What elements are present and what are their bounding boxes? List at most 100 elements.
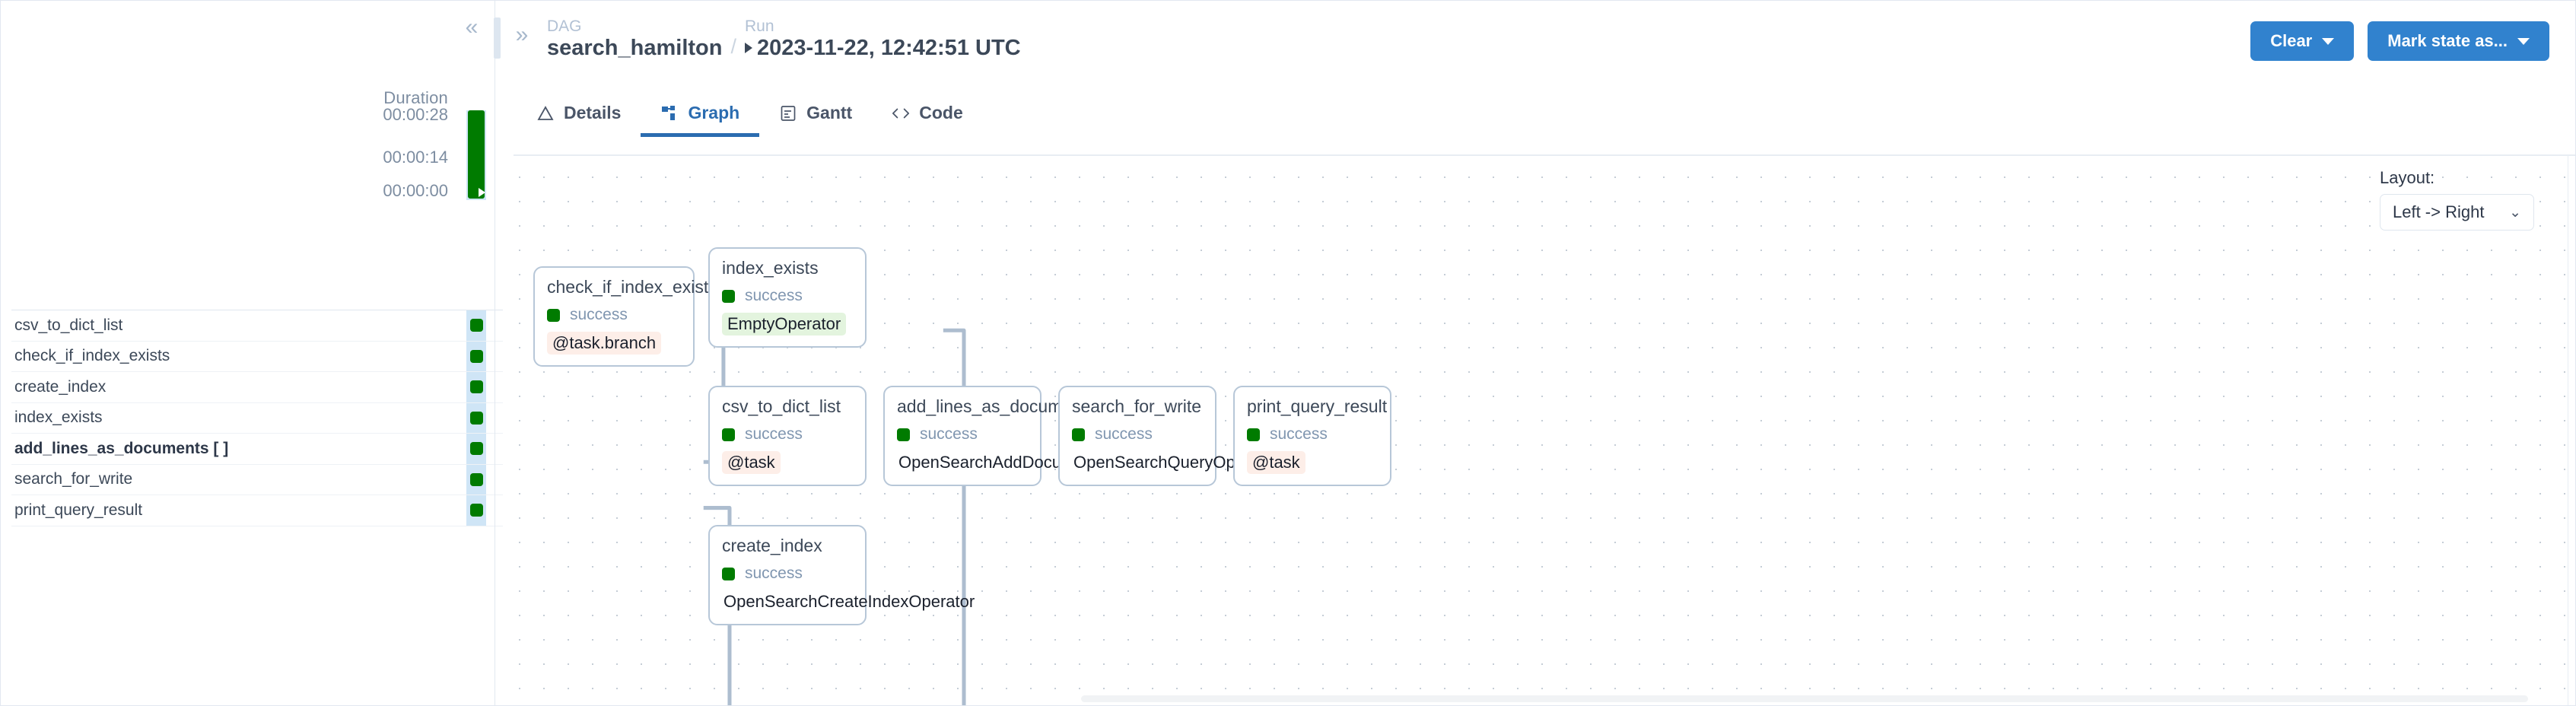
status-square-success [1072, 428, 1085, 441]
task-row[interactable]: search_for_write [11, 464, 503, 495]
graph-node-index-exists[interactable]: index_exists success EmptyOperator [708, 247, 867, 348]
task-row[interactable]: check_if_index_exists [11, 341, 503, 372]
tab-bar: Details Graph Gantt Code [503, 94, 2575, 156]
node-state-label: success [1095, 425, 1153, 443]
task-status-cell[interactable] [466, 434, 486, 464]
breadcrumb-run-value: 2023-11-22, 12:42:51 UTC [757, 36, 1021, 61]
status-square-success [469, 411, 483, 425]
chevron-down-icon [2322, 37, 2335, 45]
task-name: check_if_index_exists [14, 347, 170, 365]
tab-graph[interactable]: Graph [641, 94, 759, 137]
code-icon [892, 104, 910, 122]
status-square-success [469, 380, 483, 394]
task-row[interactable]: index_exists [11, 402, 503, 434]
layout-control: Layout: Left -> Right ⌄ [2380, 168, 2534, 231]
node-title: add_lines_as_documents [2] [897, 396, 1120, 416]
task-name: create_index [14, 377, 107, 396]
graph-icon [660, 104, 679, 122]
status-square-success [722, 289, 735, 303]
tab-code[interactable]: Code [872, 94, 983, 135]
duration-bar-column[interactable] [466, 110, 486, 200]
status-square-success [897, 428, 910, 441]
breadcrumb-dag-value: search_hamilton [547, 36, 723, 61]
gantt-icon [779, 104, 797, 122]
header-actions: Clear Mark state as... [2250, 21, 2549, 61]
node-title: print_query_result [1247, 396, 1388, 416]
layout-label: Layout: [2380, 168, 2435, 187]
graph-node-csv-to-dict-list[interactable]: csv_to_dict_list success @task [708, 386, 867, 486]
duration-axis-tick-0: 00:00:28 [383, 105, 448, 124]
grid-panel: « Duration 00:00:28 00:00:14 00:00:00 cs… [1, 1, 503, 705]
clear-button[interactable]: Clear [2250, 21, 2355, 61]
task-status-cell[interactable] [466, 402, 486, 433]
duration-axis-tick-2: 00:00:00 [383, 181, 448, 200]
node-operator-badge: EmptyOperator [722, 313, 847, 336]
task-status-cell[interactable] [466, 495, 486, 526]
task-status-cell[interactable] [466, 372, 486, 402]
task-name: search_for_write [14, 470, 133, 488]
graph-node-create-index[interactable]: create_index success OpenSearchCreateInd… [708, 525, 975, 625]
graph-node-add-lines-as-documents[interactable]: add_lines_as_documents [2] success OpenS… [883, 386, 1165, 486]
status-square-success [469, 472, 483, 486]
grid-toolbar: « [1, 1, 503, 48]
graph-node-check-if-index-exists[interactable]: check_if_index_exists success @task.bran… [533, 266, 717, 367]
status-square-success [469, 504, 483, 517]
breadcrumb-run-value-wrap: 2023-11-22, 12:42:51 UTC [745, 35, 1021, 62]
node-state-label: success [1270, 425, 1328, 443]
status-square-success [722, 428, 735, 441]
chevron-down-icon [2517, 37, 2530, 45]
header-bar: » DAG search_hamilton / Run 2023-11-22, … [503, 1, 2575, 94]
breadcrumb-run[interactable]: Run 2023-11-22, 12:42:51 UTC [745, 17, 1021, 62]
node-state: success [722, 425, 853, 444]
tab-graph-label: Graph [688, 103, 740, 122]
task-row[interactable]: print_query_result [11, 495, 503, 526]
node-title: csv_to_dict_list [722, 396, 841, 416]
vertical-scrollbar[interactable] [2568, 156, 2574, 705]
layout-select[interactable]: Left -> Right ⌄ [2380, 194, 2534, 231]
status-square-success [469, 442, 483, 456]
clear-button-label: Clear [2270, 31, 2313, 50]
node-state-label: success [745, 425, 803, 443]
node-state: success [897, 425, 1028, 444]
node-state-label: success [570, 306, 628, 323]
tab-details-label: Details [564, 103, 622, 122]
status-square-success [469, 349, 483, 363]
layout-select-value: Left -> Right [2393, 202, 2485, 221]
status-square-success [469, 319, 483, 332]
task-row[interactable]: add_lines_as_documents [ ] [11, 434, 503, 465]
graph-node-search-for-write[interactable]: search_for_write success OpenSearchQuery… [1058, 386, 1279, 486]
task-row[interactable]: create_index [11, 372, 503, 403]
chevron-double-right-icon[interactable]: » [515, 22, 529, 47]
horizontal-scrollbar[interactable] [1081, 695, 2528, 702]
chevron-double-left-icon[interactable]: « [465, 14, 479, 40]
breadcrumb-separator: / [730, 34, 736, 58]
mark-state-button-label: Mark state as... [2387, 31, 2508, 50]
task-status-cell[interactable] [466, 310, 486, 341]
node-operator-badge: @task [1247, 451, 1305, 474]
duration-chart-title: Duration [383, 88, 448, 107]
node-state: success [722, 287, 853, 305]
task-row[interactable]: csv_to_dict_list [11, 310, 503, 342]
task-status-cell[interactable] [466, 464, 486, 495]
duration-axis-tick-1: 00:00:14 [383, 148, 448, 167]
tab-details[interactable]: Details [517, 94, 641, 135]
detail-panel: » DAG search_hamilton / Run 2023-11-22, … [503, 1, 2575, 705]
node-title: index_exists [722, 258, 819, 278]
breadcrumb-dag[interactable]: DAG search_hamilton [547, 17, 722, 62]
graph-node-print-query-result[interactable]: print_query_result success @task [1233, 386, 1391, 486]
task-status-cell[interactable] [466, 341, 486, 371]
tab-gantt[interactable]: Gantt [759, 94, 872, 135]
panel-resize-handle[interactable] [494, 17, 501, 59]
breadcrumb-run-label: Run [745, 17, 774, 35]
duration-bar [468, 110, 485, 199]
node-state: success [547, 306, 681, 324]
graph-canvas[interactable]: Layout: Left -> Right ⌄ [503, 156, 2575, 705]
node-state-label: success [745, 287, 803, 304]
node-state-label: success [745, 564, 803, 582]
task-list: csv_to_dict_list check_if_index_exists c… [11, 310, 503, 526]
node-operator-badge: @task [722, 451, 781, 474]
tab-code-label: Code [919, 103, 963, 122]
mark-state-button[interactable]: Mark state as... [2368, 21, 2549, 61]
node-title: check_if_index_exists [547, 277, 717, 297]
